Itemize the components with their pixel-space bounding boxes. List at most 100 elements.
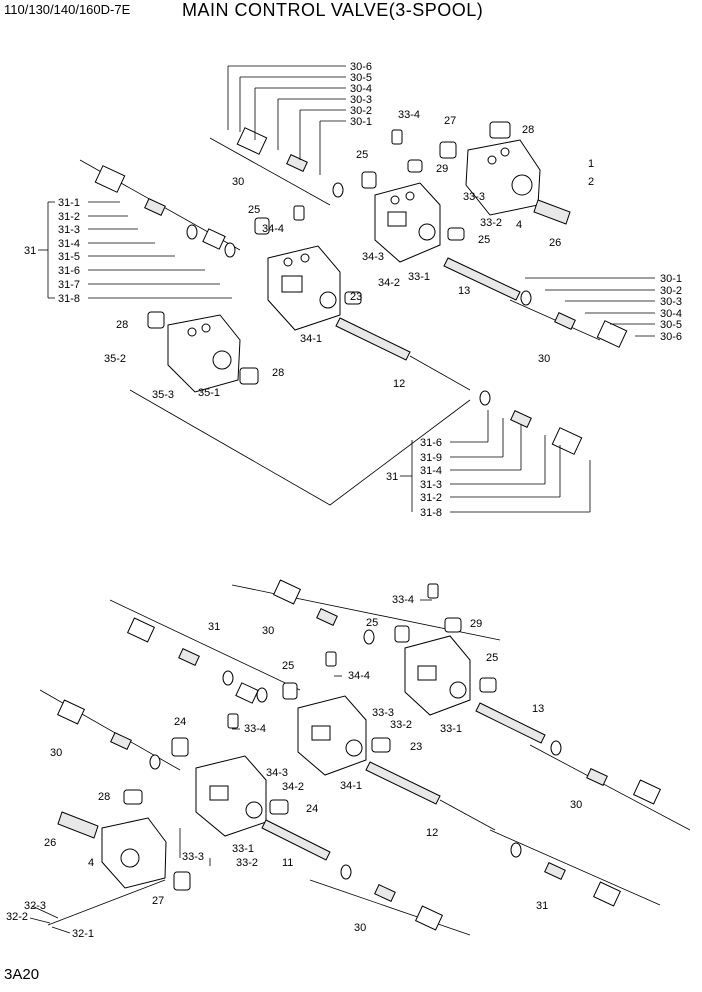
label-26-b: 26	[44, 837, 56, 849]
label-31-d: 31	[536, 900, 548, 912]
label-12-b: 12	[426, 827, 438, 839]
label-25-d: 25	[366, 617, 378, 629]
label-30-6: 30-6	[350, 61, 372, 73]
page-code: 3A20	[4, 966, 40, 983]
spool-12-bottom	[365, 761, 496, 831]
label-31-3: 31-3	[58, 224, 80, 236]
springs-top	[144, 154, 576, 428]
label-30-r: 30	[538, 353, 550, 365]
label-31: 31	[24, 245, 36, 257]
label-33-4: 33-4	[398, 109, 420, 121]
label-31-6-b: 31-6	[420, 437, 442, 449]
label-31-b: 31	[386, 471, 398, 483]
label-30-4: 30-4	[350, 83, 372, 95]
label-32-1: 32-1	[72, 928, 94, 940]
label-30-2: 30-2	[350, 105, 372, 117]
label-26: 26	[549, 237, 561, 249]
fittings-bottom	[123, 583, 497, 891]
label-34-3-b: 34-3	[266, 767, 288, 779]
bottom-lower-block	[195, 755, 267, 837]
label-33-2-b: 33-2	[390, 719, 412, 731]
label-30: 30	[232, 176, 244, 188]
label-4: 4	[516, 219, 522, 231]
label-12: 12	[393, 378, 405, 390]
label-30-6-r: 30-6	[660, 331, 682, 343]
middle-spool-block	[267, 245, 341, 331]
label-31-2: 31-2	[58, 211, 80, 223]
label-33-4-b: 33-4	[392, 594, 414, 606]
springs-bottom	[110, 608, 608, 902]
label-30-3: 30-3	[350, 94, 372, 106]
label-31-2-b: 31-2	[420, 492, 442, 504]
label-13-b: 13	[532, 703, 544, 715]
label-35-2: 35-2	[104, 353, 126, 365]
label-33-3: 33-3	[463, 191, 485, 203]
model-numbers: 110/130/140/160D-7E	[4, 2, 131, 17]
label-31-3-b: 31-3	[420, 479, 442, 491]
diagram-title: MAIN CONTROL VALVE(3-SPOOL)	[182, 0, 484, 20]
label-30-2-r: 30-2	[660, 285, 682, 297]
bottom-leaders	[29, 599, 432, 934]
label-34-2: 34-2	[378, 277, 400, 289]
label-31-8-b: 31-8	[420, 507, 442, 519]
label-29-b: 29	[470, 618, 482, 630]
label-28-c: 28	[272, 367, 284, 379]
label-31-4-b: 31-4	[420, 465, 442, 477]
label-35-1: 35-1	[198, 387, 220, 399]
label-1: 1	[588, 158, 594, 170]
label-33-2: 33-2	[480, 217, 502, 229]
label-27-b: 27	[152, 895, 164, 907]
label-30-e: 30	[354, 922, 366, 934]
label-33-1-c: 33-1	[232, 843, 254, 855]
bottom-middle-block	[297, 695, 367, 776]
label-30-3-r: 30-3	[660, 296, 682, 308]
bottom-upper-block	[404, 635, 471, 716]
label-35-3: 35-3	[152, 389, 174, 401]
label-34-4-b: 34-4	[348, 670, 370, 682]
top-leaders	[38, 65, 655, 513]
top-assembly-drawing	[79, 121, 628, 506]
label-31-6: 31-6	[58, 265, 80, 277]
bottom-inlet-housing	[101, 817, 167, 889]
relief-valve-26-bottom	[57, 811, 99, 839]
label-33-3-c: 33-3	[182, 851, 204, 863]
label-25-c: 25	[478, 234, 490, 246]
label-34-4: 34-4	[262, 223, 284, 235]
fittings-top	[147, 121, 511, 385]
label-24: 24	[174, 716, 186, 728]
label-30-1: 30-1	[350, 116, 372, 128]
top-labels: 30-6 30-5 30-4 30-3 30-2 30-1 33-4 27 28…	[24, 61, 682, 519]
label-34-1: 34-1	[300, 333, 322, 345]
label-25-f: 25	[282, 660, 294, 672]
cap-covers-bottom	[56, 579, 662, 931]
label-30-b: 30	[262, 625, 274, 637]
label-11: 11	[282, 857, 293, 869]
label-29: 29	[436, 163, 448, 175]
bottom-assembly-drawing	[39, 579, 691, 936]
label-31-8: 31-8	[58, 293, 80, 305]
label-28: 28	[522, 124, 534, 136]
upper-spool-block	[374, 182, 441, 263]
label-27: 27	[444, 115, 456, 127]
label-30-d: 30	[570, 799, 582, 811]
label-25: 25	[356, 149, 368, 161]
label-25-b: 25	[248, 204, 260, 216]
label-33-3-b: 33-3	[372, 707, 394, 719]
label-30-c: 30	[50, 747, 62, 759]
label-30-5-r: 30-5	[660, 319, 682, 331]
label-30-1-r: 30-1	[660, 273, 682, 285]
o-rings-top	[186, 182, 532, 406]
label-31-c: 31	[208, 621, 220, 633]
cap-covers-top	[94, 127, 628, 455]
o-rings-bottom	[149, 629, 562, 880]
label-2: 2	[588, 176, 594, 188]
label-28-d: 28	[98, 791, 110, 803]
label-31-4: 31-4	[58, 238, 80, 250]
label-32-2: 32-2	[6, 911, 28, 923]
spool-13-bottom	[475, 702, 546, 744]
label-25-e: 25	[486, 652, 498, 664]
spool-11-bottom	[261, 819, 331, 861]
label-24-b: 24	[306, 803, 318, 815]
relief-valve-26-top	[533, 199, 571, 225]
